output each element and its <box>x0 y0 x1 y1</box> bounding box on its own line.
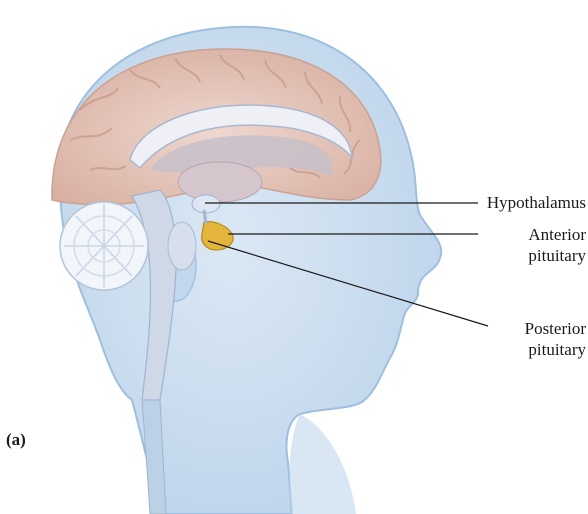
neck-shading <box>290 414 356 514</box>
thalamus <box>178 162 262 202</box>
panel-label: (a) <box>6 430 26 450</box>
pituitary-stalk <box>204 210 206 224</box>
hypothalamus-region <box>192 195 220 213</box>
posterior-pituitary-label-line2: pituitary <box>528 340 586 360</box>
anterior-pituitary-label-line1: Anterior <box>528 225 586 245</box>
anterior-pituitary-label-line2: pituitary <box>528 246 586 266</box>
pons <box>168 222 196 270</box>
posterior-pituitary-label-line1: Posterior <box>525 319 586 339</box>
cerebellum <box>60 202 148 290</box>
hypothalamus-label: Hypothalamus <box>487 193 586 213</box>
